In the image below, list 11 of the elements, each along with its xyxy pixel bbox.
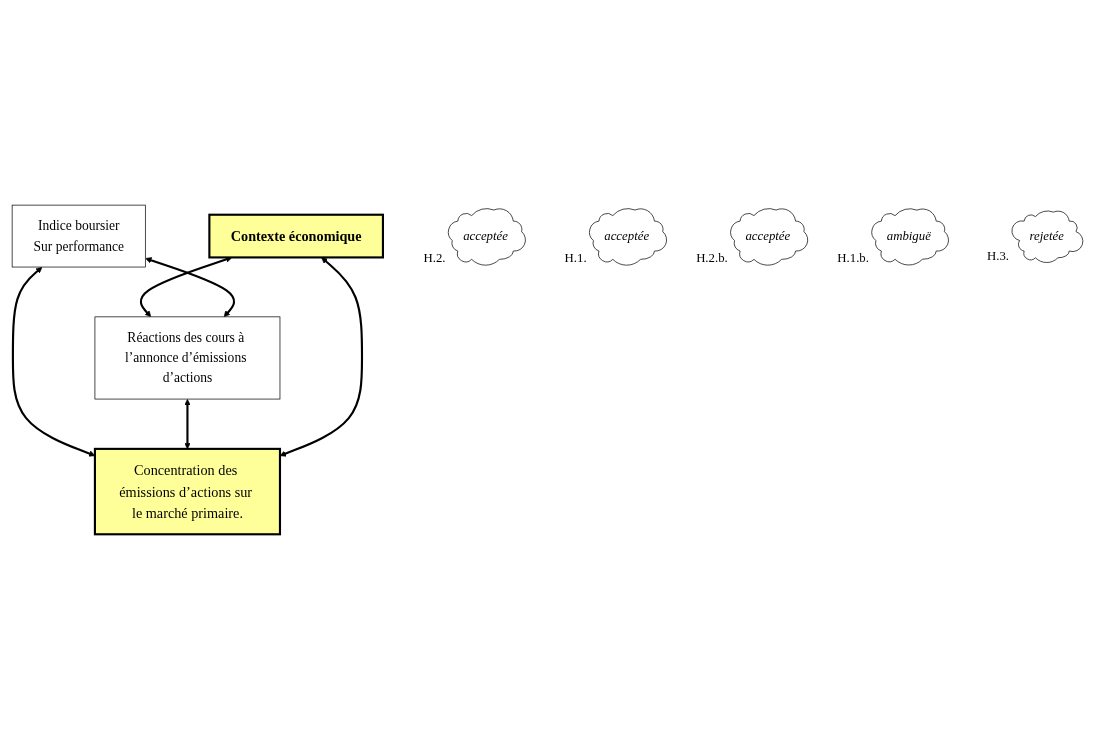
arrow bbox=[184, 399, 191, 450]
node-box: Contexte économique bbox=[208, 213, 384, 259]
hypothesis-label: H.3. bbox=[987, 248, 1010, 263]
hypothesis-label: H.2.b. bbox=[696, 251, 728, 266]
hypothesis-label: H.1.b. bbox=[837, 251, 869, 266]
hypothesis-label: H.1. bbox=[564, 251, 587, 266]
hypothesis-label: H.2. bbox=[423, 251, 446, 266]
node-box: Réactions des cours à l’annonce d’émissions d’actions bbox=[94, 316, 281, 400]
arrow bbox=[279, 257, 364, 457]
node-box: Indice boursier Sur performance bbox=[11, 205, 146, 268]
node-box: Concentration des émissions d’actions sur le marché primaire. bbox=[93, 448, 282, 536]
